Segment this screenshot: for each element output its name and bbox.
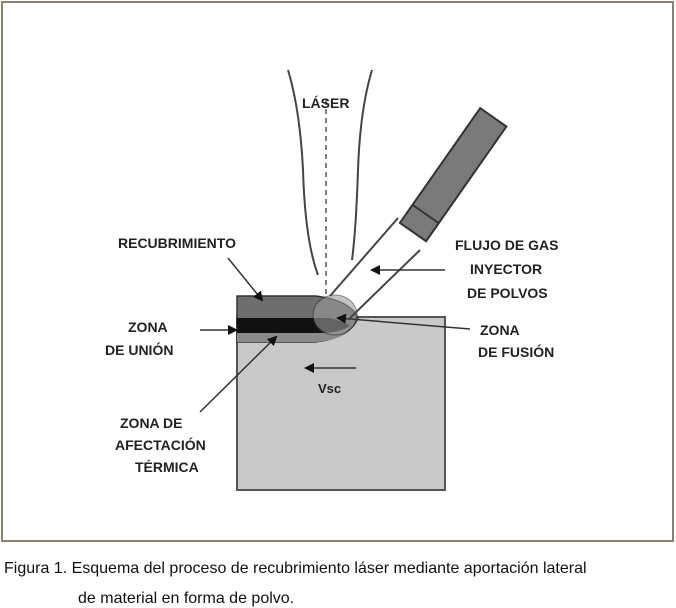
gas-flow-label-3: DE POLVOS <box>467 285 548 301</box>
velocity-label: Vsc <box>318 381 341 396</box>
fusion-zone-label-2: DE FUSIÓN <box>478 343 554 360</box>
gas-flow-label-2: INYECTOR <box>470 261 542 277</box>
fusion-zone-label-1: ZONA <box>480 322 520 338</box>
caption-line-1: Figura 1. Esquema del proceso de recubri… <box>4 560 587 577</box>
bond-zone-label-2: DE UNIÓN <box>105 341 173 358</box>
haz-label-2: AFECTACIÓN <box>115 436 206 453</box>
caption-line-2: de material en forma de polvo. <box>78 590 295 607</box>
coating-label: RECUBRIMIENTO <box>118 235 236 251</box>
fusion-zone-arrow <box>336 313 471 330</box>
powder-nozzle <box>329 106 508 319</box>
substrate <box>236 316 446 491</box>
gas-flow-label-1: FLUJO DE GAS <box>455 237 558 253</box>
haz-label-3: TÉRMICA <box>135 459 199 475</box>
haz-label-1: ZONA DE <box>120 415 182 431</box>
haz-arrow <box>199 335 278 413</box>
bond-zone-label-1: ZONA <box>128 319 168 335</box>
laser-beam <box>287 69 373 295</box>
laser-label: LÁSER <box>302 95 349 111</box>
coating-arrow <box>227 257 264 302</box>
coating-layers <box>236 294 359 343</box>
